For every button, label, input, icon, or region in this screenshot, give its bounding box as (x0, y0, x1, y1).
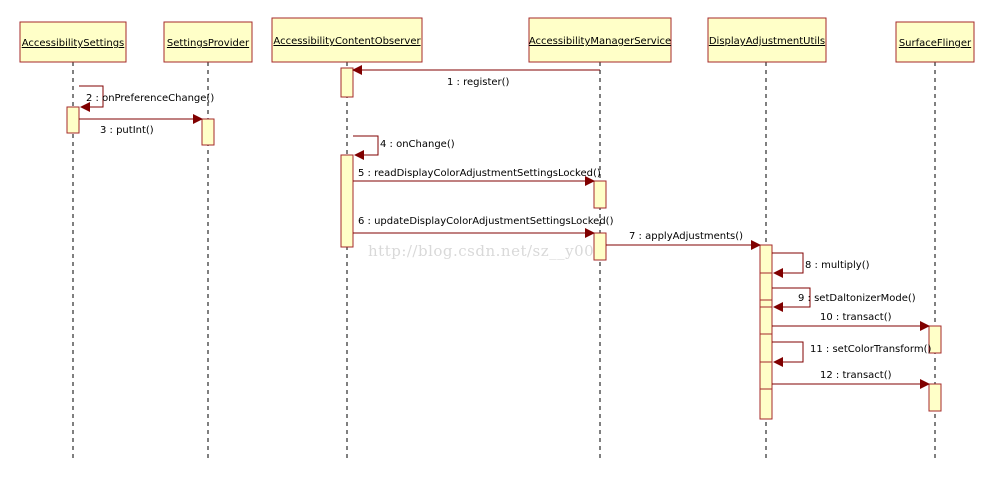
self-message-arrow (772, 252, 804, 278)
activations (66, 67, 942, 420)
message-label: 9 : setDaltonizerMode() (798, 293, 916, 304)
message-label: 3 : putInt() (100, 125, 154, 136)
message-9: 9 : setDaltonizerMode() (772, 287, 916, 312)
self-message-arrow (353, 135, 379, 160)
activation-bar (66, 106, 80, 134)
message-2: 2 : onPreferenceChange() (79, 85, 214, 112)
lifeline-ams: AccessibilityManagerService (528, 17, 672, 458)
message-label: 12 : transact() (820, 370, 892, 381)
message-label: 7 : applyAdjustments() (629, 231, 743, 242)
lifeline-name: SurfaceFlinger (899, 38, 972, 49)
lifeline-name: AccessibilitySettings (22, 38, 125, 49)
self-message-arrow (79, 85, 104, 112)
message-label: 1 : register() (447, 77, 510, 88)
self-message-arrow (772, 287, 811, 312)
lifelines: AccessibilitySettings SettingsProvider Acc… (19, 17, 975, 458)
lifeline-name: SettingsProvider (167, 38, 250, 49)
watermark: http://blog.csdn.net/sz__y001 (368, 242, 604, 260)
message-4: 4 : onChange() (353, 135, 455, 160)
lifeline-box (707, 17, 827, 63)
message-label: 11 : setColorTransform() (810, 344, 931, 355)
activation-bar (759, 306, 773, 335)
activation-bar (340, 67, 354, 98)
activation-bar (593, 180, 607, 209)
lifeline-sp: SettingsProvider (163, 21, 253, 458)
activation-bar (759, 361, 773, 390)
activation-bar (759, 272, 773, 301)
lifeline-box (271, 17, 423, 63)
message-label: 2 : onPreferenceChange() (86, 93, 214, 104)
lifeline-as: AccessibilitySettings (19, 21, 127, 458)
activation-bar (928, 383, 942, 412)
message-label: 6 : updateDisplayColorAdjustmentSettings… (358, 216, 614, 227)
messages: 1 : register() 2 : onPreferenceChange() 3 … (79, 65, 931, 389)
lifeline-box (19, 21, 127, 63)
lifeline-box (163, 21, 253, 63)
message-12: 12 : transact() (772, 370, 930, 389)
message-8: 8 : multiply() (772, 252, 870, 278)
message-5: 5 : readDisplayColorAdjustmentSettingsLo… (353, 168, 601, 186)
message-6: 6 : updateDisplayColorAdjustmentSettings… (353, 216, 614, 238)
message-7: 7 : applyAdjustments() (606, 231, 761, 250)
lifeline-name: DisplayAdjustmentUtils (709, 36, 825, 47)
lifeline-name: AccessibilityManagerService (529, 36, 671, 47)
message-label: 8 : multiply() (805, 260, 870, 271)
message-3: 3 : putInt() (79, 114, 203, 136)
lifeline-box (528, 17, 672, 63)
message-label: 10 : transact() (820, 312, 892, 323)
self-message-arrow (772, 341, 804, 367)
message-1: 1 : register() (352, 65, 600, 88)
activation-bar (593, 232, 607, 261)
message-label: 5 : readDisplayColorAdjustmentSettingsLo… (358, 168, 601, 179)
activation-bar (201, 118, 215, 146)
lifeline-name: AccessibilityContentObserver (273, 36, 421, 47)
message-11: 11 : setColorTransform() (772, 341, 931, 367)
lifeline-aco: AccessibilityContentObserver (271, 17, 423, 458)
activation-bar (340, 154, 354, 248)
activation-bar (928, 325, 942, 354)
lifeline-box (895, 21, 975, 63)
message-10: 10 : transact() (772, 312, 930, 331)
message-label: 4 : onChange() (380, 139, 455, 150)
